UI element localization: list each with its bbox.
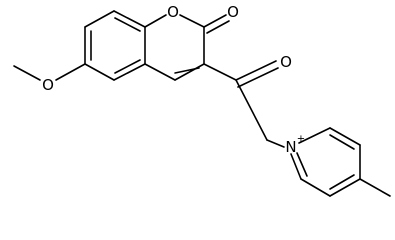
bond bbox=[144, 63, 176, 81]
ketone-side-chain bbox=[203, 60, 285, 148]
benzene-ring bbox=[84, 10, 146, 81]
pyridinium-ring bbox=[290, 127, 361, 197]
bond bbox=[114, 59, 141, 74]
bond bbox=[300, 178, 331, 197]
bond bbox=[113, 63, 146, 81]
pyranone-ring bbox=[144, 14, 205, 81]
bond bbox=[144, 14, 167, 28]
bond bbox=[329, 134, 355, 150]
bond bbox=[266, 139, 285, 148]
positive-charge-label: + bbox=[297, 134, 305, 145]
lactone-oxygen-label: O bbox=[227, 3, 239, 21]
bond bbox=[179, 14, 205, 28]
bond bbox=[237, 67, 279, 88]
bond bbox=[203, 14, 227, 28]
bond bbox=[84, 10, 115, 28]
bond bbox=[114, 17, 141, 32]
bond bbox=[235, 79, 268, 141]
bond bbox=[174, 67, 200, 74]
methyl-bond bbox=[359, 178, 391, 197]
bond bbox=[329, 127, 361, 146]
chemical-structure-diagram: O O O O N + bbox=[13, 3, 391, 197]
bond bbox=[298, 127, 331, 144]
ring-oxygen-label: O bbox=[167, 3, 179, 21]
bond bbox=[84, 63, 115, 81]
bond bbox=[329, 178, 361, 197]
bond bbox=[174, 63, 205, 81]
methoxy-oxygen-label: O bbox=[42, 76, 54, 94]
bond bbox=[296, 152, 308, 177]
bond bbox=[203, 63, 237, 81]
bond bbox=[13, 65, 41, 81]
bond bbox=[206, 20, 230, 34]
bond bbox=[55, 63, 86, 81]
methoxy-group bbox=[13, 63, 86, 81]
ketone-oxygen-label: O bbox=[280, 53, 292, 71]
lactone-carbonyl bbox=[203, 14, 230, 34]
pyridinium-nitrogen-label: N bbox=[285, 138, 296, 156]
bond bbox=[329, 174, 355, 190]
bond bbox=[290, 153, 302, 180]
bond bbox=[235, 60, 277, 81]
bond bbox=[113, 10, 146, 28]
